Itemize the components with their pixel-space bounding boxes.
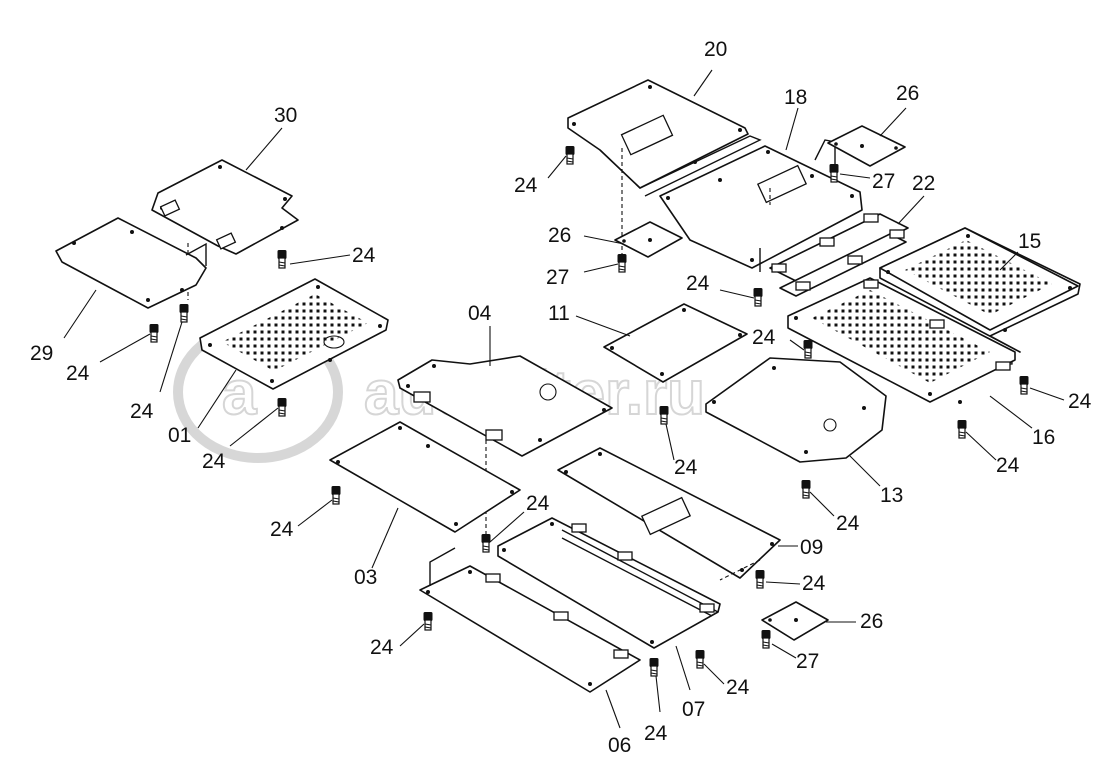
bolt-24 bbox=[802, 339, 814, 359]
label-06: 06 bbox=[608, 734, 631, 757]
panel-13 bbox=[705, 357, 887, 463]
bolt-24 bbox=[276, 397, 288, 417]
label-20: 20 bbox=[704, 38, 727, 61]
panel-09 bbox=[557, 447, 781, 579]
bolt-24 bbox=[276, 249, 288, 269]
leader-lines bbox=[63, 69, 1065, 729]
label-24: 24 bbox=[752, 326, 776, 349]
label-24: 24 bbox=[996, 454, 1020, 477]
bolt-24 bbox=[148, 323, 160, 343]
panel-04 bbox=[397, 355, 613, 536]
label-24: 24 bbox=[686, 272, 710, 295]
bolt-24 bbox=[754, 569, 766, 589]
label-24: 24 bbox=[526, 492, 550, 515]
panel-07 bbox=[497, 517, 721, 649]
bolt-24 bbox=[694, 649, 706, 669]
label-27: 27 bbox=[796, 650, 819, 673]
label-26: 26 bbox=[860, 610, 883, 633]
bolt-24 bbox=[178, 303, 190, 323]
label-24: 24 bbox=[836, 512, 860, 535]
label-27: 27 bbox=[872, 170, 895, 193]
label-09: 09 bbox=[800, 536, 823, 559]
bolt-24 bbox=[800, 479, 812, 499]
panel-11 bbox=[603, 303, 748, 383]
label-03: 03 bbox=[354, 566, 377, 589]
grille-16 bbox=[787, 277, 1016, 404]
label-13: 13 bbox=[880, 484, 903, 507]
bolt-24 bbox=[422, 611, 434, 631]
bolt-24 bbox=[564, 145, 576, 165]
label-24: 24 bbox=[1068, 390, 1092, 413]
bolt-24 bbox=[752, 287, 764, 307]
bolt-24 bbox=[648, 657, 660, 677]
label-18: 18 bbox=[784, 86, 807, 109]
bolt-27 bbox=[828, 163, 840, 183]
plate-26-upper bbox=[827, 125, 906, 167]
label-15: 15 bbox=[1018, 230, 1041, 253]
panel-30 bbox=[151, 159, 299, 300]
label-22: 22 bbox=[912, 172, 935, 195]
label-29: 29 bbox=[30, 342, 53, 365]
label-27: 27 bbox=[546, 266, 569, 289]
bolt-24 bbox=[330, 485, 342, 505]
bolt-24 bbox=[658, 405, 670, 425]
brackets-22 bbox=[759, 213, 909, 297]
panel-18 bbox=[659, 139, 863, 269]
label-24: 24 bbox=[514, 174, 538, 197]
label-24: 24 bbox=[66, 362, 90, 385]
label-26: 26 bbox=[896, 82, 919, 105]
label-07: 07 bbox=[682, 698, 705, 721]
label-24: 24 bbox=[644, 722, 668, 745]
label-24: 24 bbox=[270, 518, 294, 541]
plate-26-middle bbox=[614, 221, 683, 258]
bolt-24 bbox=[956, 419, 968, 439]
panel-20 bbox=[567, 79, 762, 255]
label-24: 24 bbox=[726, 676, 750, 699]
label-24: 24 bbox=[802, 572, 826, 595]
label-24: 24 bbox=[130, 400, 154, 423]
bolt-27 bbox=[616, 253, 628, 273]
part-labels: 30 29 24 24 24 01 24 20 24 18 26 27 22 2… bbox=[30, 38, 1092, 757]
label-24: 24 bbox=[370, 636, 394, 659]
label-16: 16 bbox=[1032, 426, 1055, 449]
label-24: 24 bbox=[674, 456, 698, 479]
panel-06 bbox=[419, 547, 641, 693]
panel-29 bbox=[55, 217, 207, 309]
label-24: 24 bbox=[352, 244, 376, 267]
grille-15 bbox=[879, 227, 1081, 365]
label-26: 26 bbox=[548, 224, 571, 247]
label-24: 24 bbox=[202, 450, 226, 473]
bolt-27 bbox=[760, 629, 772, 649]
bolt-24 bbox=[480, 533, 492, 553]
label-11: 11 bbox=[548, 302, 570, 325]
label-01: 01 bbox=[168, 424, 191, 447]
grille-01 bbox=[199, 278, 389, 390]
label-30: 30 bbox=[274, 104, 297, 127]
bolt-24 bbox=[1018, 375, 1030, 395]
label-04: 04 bbox=[468, 302, 492, 325]
panel-03 bbox=[329, 421, 521, 533]
plate-26-lower bbox=[761, 601, 829, 641]
